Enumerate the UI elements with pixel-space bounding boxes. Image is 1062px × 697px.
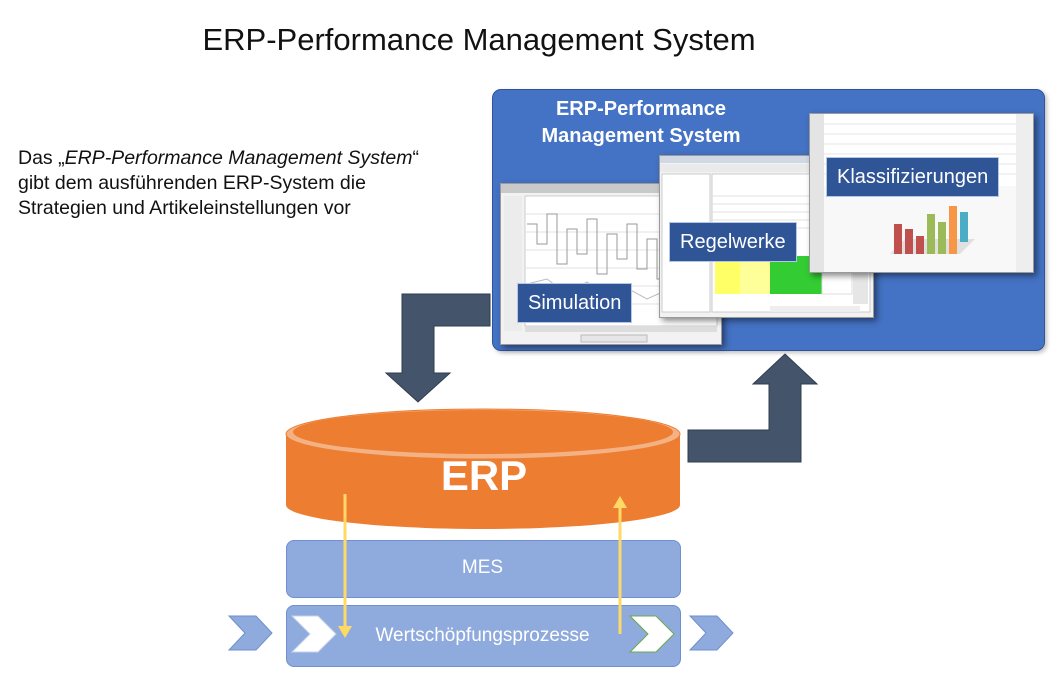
module-label-klassifizierungen: Klassifizierungen bbox=[826, 157, 1000, 197]
process-label: Wertschöpfungsprozesse bbox=[375, 625, 590, 646]
arrow-down-icon bbox=[384, 293, 491, 403]
mes-layer bbox=[286, 540, 681, 598]
arrow-up-icon bbox=[687, 353, 819, 463]
page-title: ERP-Performance Management System bbox=[202, 22, 756, 57]
description-prefix: Das „ bbox=[18, 147, 65, 169]
description-line3: Strategien und Artikeleinstellungen vor bbox=[18, 197, 351, 219]
description-quote-close: “ bbox=[412, 147, 419, 169]
module-label-simulation: Simulation bbox=[517, 283, 633, 323]
flow-arrow-down-icon bbox=[338, 494, 352, 638]
chevron-left-outer-icon bbox=[227, 615, 273, 651]
panel-title-line2: Management System bbox=[541, 125, 741, 147]
module-label-regelwerke: Regelwerke bbox=[669, 222, 797, 262]
chevron-right-outer-icon bbox=[688, 615, 734, 651]
description-line2: gibt dem ausführenden ERP-System die bbox=[18, 172, 366, 194]
process-layer bbox=[286, 605, 681, 667]
panel-title: ERP-Performance Management System bbox=[516, 96, 766, 150]
erp-cylinder bbox=[285, 408, 681, 529]
description-text: Das „ERP-Performance Management System“ … bbox=[18, 146, 488, 221]
chevron-inner-right-icon bbox=[628, 615, 675, 653]
erp-label: ERP bbox=[440, 452, 528, 499]
flow-arrow-up-icon bbox=[613, 496, 627, 634]
description-italic: ERP-Performance Management System bbox=[64, 147, 413, 169]
chevron-inner-left-icon bbox=[290, 615, 337, 653]
panel-title-line1: ERP-Performance bbox=[555, 98, 727, 120]
mes-label: MES bbox=[461, 557, 504, 578]
